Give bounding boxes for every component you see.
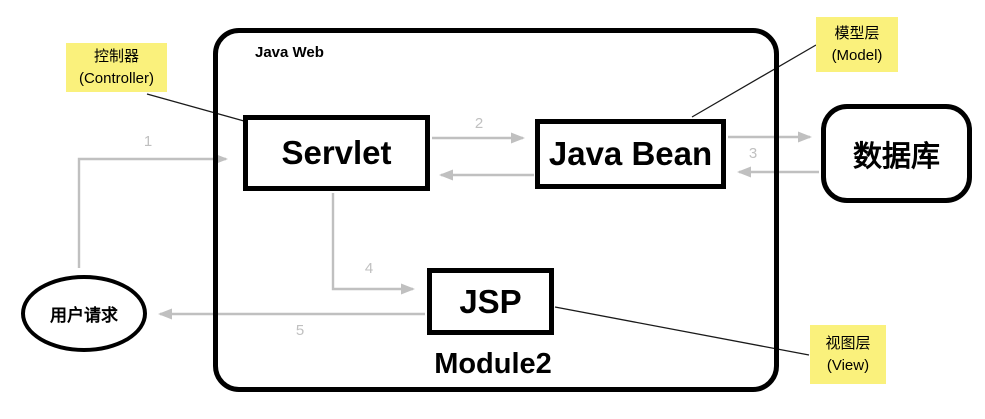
step-number-3: 3 (748, 145, 758, 162)
step-number-4: 4 (364, 260, 374, 277)
model-annotation: 模型层 (Model) (816, 17, 898, 72)
module-caption: Module2 (434, 348, 552, 380)
step-number-2: 2 (474, 115, 484, 132)
controller-annotation-line2: (Controller) (78, 69, 154, 87)
view-annotation-line1: 视图层 (825, 334, 871, 352)
java-bean-node: Java Bean (535, 119, 726, 189)
user-request-node: 用户请求 (21, 275, 147, 352)
model-annotation-line2: (Model) (831, 46, 883, 64)
view-annotation-line2: (View) (826, 356, 870, 374)
jsp-node: JSP (427, 268, 554, 335)
arrow-1-user-to-servlet (77, 153, 228, 268)
controller-annotation: 控制器 (Controller) (66, 43, 167, 92)
model-annotation-line1: 模型层 (834, 24, 880, 42)
module-title: Java Web (255, 44, 324, 61)
controller-annotation-line1: 控制器 (93, 47, 139, 65)
java-web-module-frame (213, 28, 779, 392)
step-number-1: 1 (143, 133, 153, 150)
database-node: 数据库 (821, 104, 972, 203)
view-annotation: 视图层 (View) (810, 325, 886, 384)
step-number-5: 5 (295, 322, 305, 339)
servlet-node: Servlet (243, 115, 430, 191)
